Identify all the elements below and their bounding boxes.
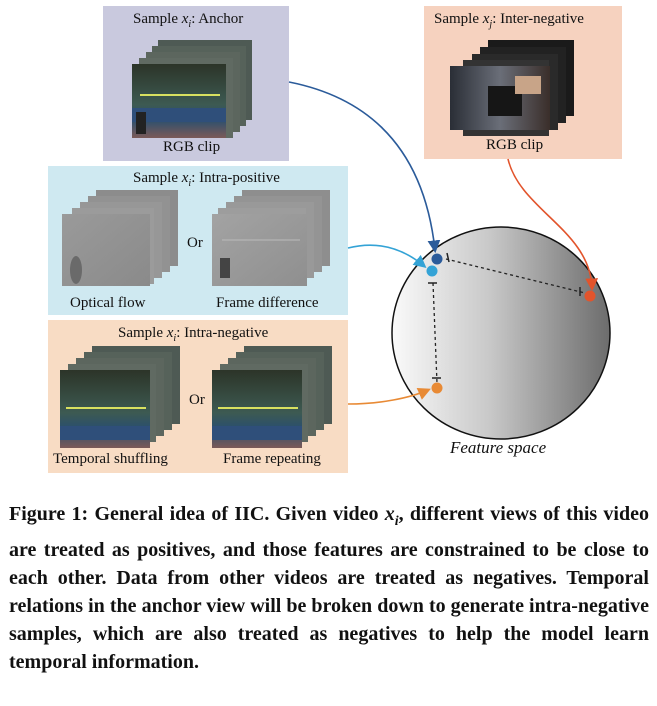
diagram-graphics [60, 40, 611, 448]
frame-repeating-label: Frame repeating [223, 451, 321, 467]
intra-positive-title: Sample xi: Intra-positive [133, 170, 280, 189]
frame-difference-label: Frame difference [216, 295, 319, 311]
intra-positive-or: Or [187, 235, 203, 251]
frame-difference-stack [212, 190, 330, 286]
frame-repeating-stack [212, 346, 332, 448]
temporal-shuffling-label: Temporal shuffling [53, 451, 168, 467]
inter-negative-arrow [507, 158, 599, 292]
anchor-clip-label: RGB clip [163, 139, 221, 155]
optical-flow-label: Optical flow [70, 295, 146, 311]
intra-negative-title: Sample xi: Intra-negative [118, 325, 269, 344]
inter-negative-clip-stack [450, 40, 574, 136]
intra-negative-arrow [347, 388, 431, 405]
temporal-shuffling-stack [60, 346, 180, 448]
intra-positive-point [426, 265, 438, 277]
intra-negative-or: Or [189, 392, 205, 408]
figure: Sample xi: Anchor RGB clip Sample xj: In… [48, 6, 622, 473]
inter-negative-clip-label: RGB clip [486, 137, 544, 153]
intra-negative-point [431, 382, 443, 394]
inter-negative-point [584, 290, 596, 302]
intra-positive-arrow [347, 244, 427, 269]
anchor-point [431, 253, 443, 265]
figure-caption: Figure 1: General idea of IIC. Given vid… [9, 503, 649, 673]
optical-flow-stack [62, 190, 178, 286]
anchor-clip-stack [132, 40, 252, 138]
feature-space-label: Feature space [450, 438, 547, 457]
feature-space-sphere [391, 226, 611, 440]
anchor-arrow [288, 81, 441, 254]
negative-distance-line [432, 282, 438, 384]
anchor-title: Sample xi: Anchor [133, 11, 244, 30]
inter-negative-title: Sample xj: Inter-negative [434, 11, 584, 30]
